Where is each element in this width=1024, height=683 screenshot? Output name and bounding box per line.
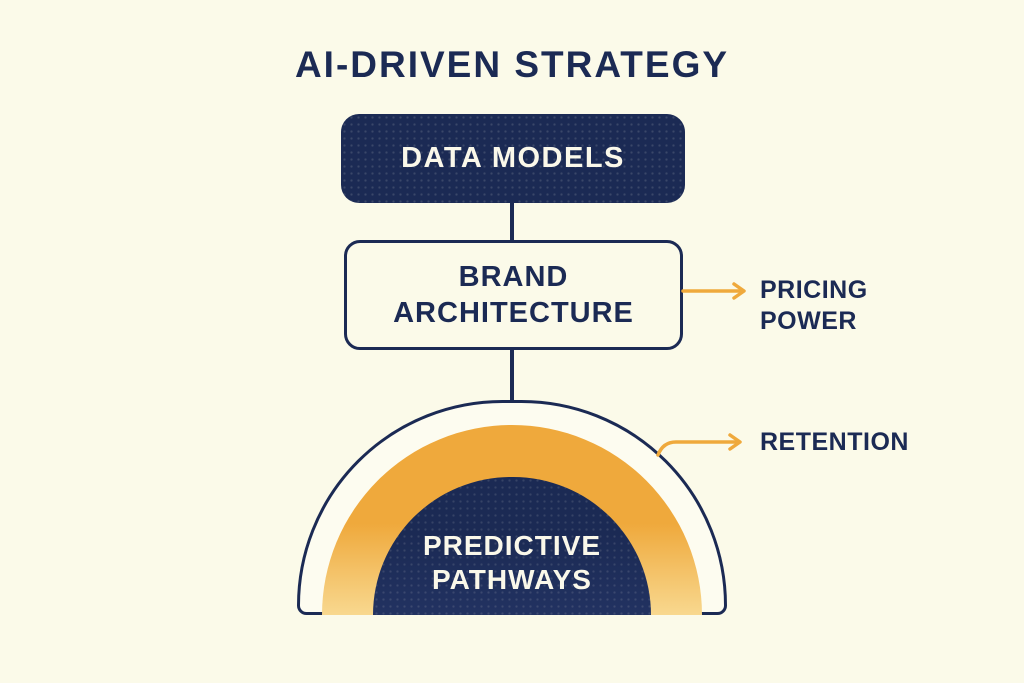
connector-data-to-brand [510,200,514,242]
callout-retention: RETENTION [760,428,909,456]
node-brand-architecture-label: BRAND ARCHITECTURE [393,261,634,329]
connector-brand-to-arch [510,348,514,404]
callout-pricing-power: PRICING POWER [760,276,868,335]
diagram-title: AI-DRIVEN STRATEGY [294,44,730,85]
pricing-power-arrow-icon [681,282,746,300]
retention-arrow-icon [656,433,742,457]
node-predictive-pathways-label: PREDICTIVE PATHWAYS [422,530,602,595]
node-brand-architecture: BRAND ARCHITECTURE [344,240,683,350]
node-data-models: DATA MODELS [341,114,685,203]
node-data-models-label: DATA MODELS [401,142,625,174]
